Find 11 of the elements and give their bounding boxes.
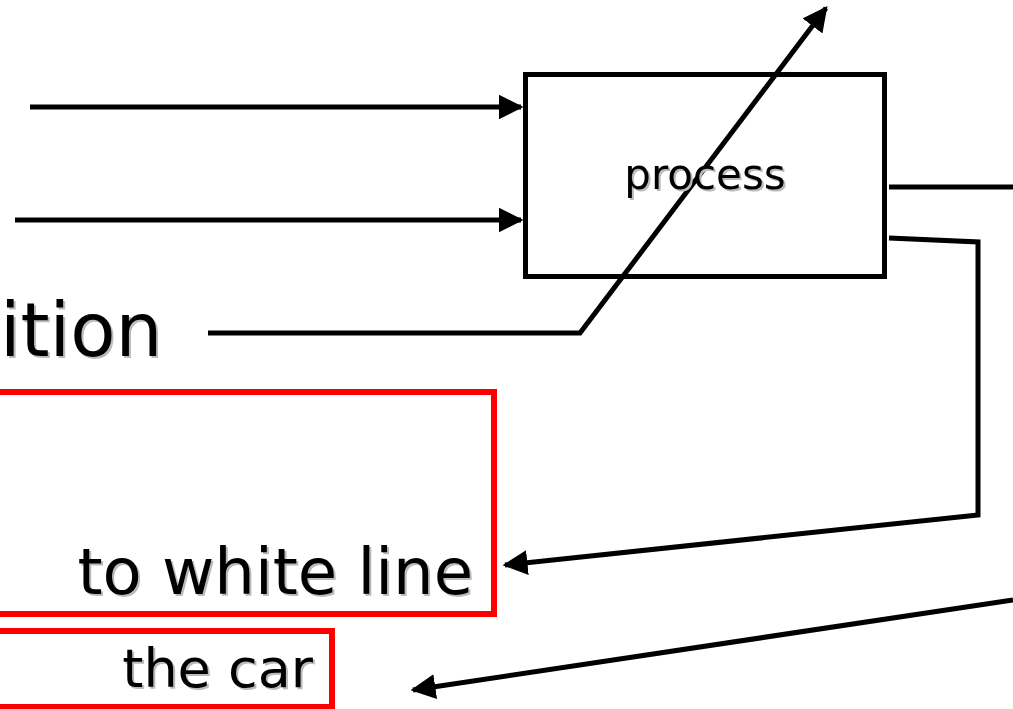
process-box [523,72,887,279]
arrow [208,6,828,336]
highlight-box [0,389,497,617]
arrow [502,235,981,576]
box-label: to white line [77,536,473,607]
text-label: ition [0,290,163,372]
arrow [30,94,524,120]
highlight-box [0,628,335,709]
arrow [410,597,1013,699]
arrow [15,207,524,233]
box-label: the car [122,639,313,699]
